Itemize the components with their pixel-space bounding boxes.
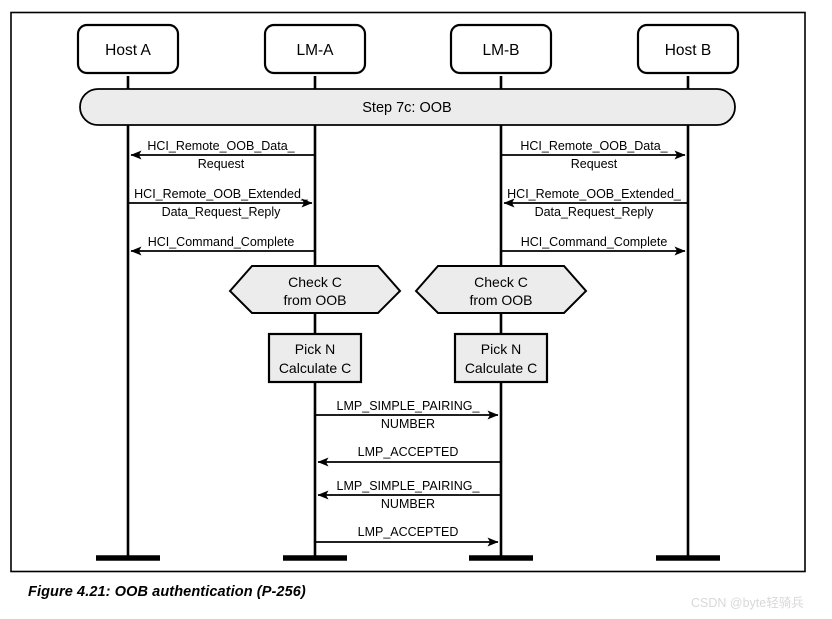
participant-host-b[interactable]: Host B xyxy=(636,23,740,75)
message-1[interactable]: HCI_Remote_OOB_Data_ Request xyxy=(130,139,315,171)
message-10[interactable]: LMP_ACCEPTED xyxy=(315,525,499,547)
figure-caption: Figure 4.21: OOB authentication (P-256) xyxy=(28,584,306,600)
watermark-text: CSDN @byte轻骑兵 xyxy=(691,596,804,610)
message-3[interactable]: HCI_Command_Complete xyxy=(130,235,315,256)
message-1-label-line1: HCI_Remote_OOB_Data_ xyxy=(147,139,295,153)
hexagon-check-c-a-line1: Check C xyxy=(288,274,342,290)
hexagon-check-c-a[interactable]: Check C from OOB xyxy=(228,265,402,314)
process-box-a-line2: Calculate C xyxy=(279,360,351,376)
process-box-b-line1: Pick N xyxy=(481,341,521,357)
participant-label-host-a: Host A xyxy=(105,42,151,59)
process-box-a[interactable]: Pick N Calculate C xyxy=(267,332,363,384)
message-7[interactable]: LMP_SIMPLE_PAIRING_ NUMBER xyxy=(315,399,499,431)
message-9-label-line2: NUMBER xyxy=(381,497,435,511)
message-8-label-line1: LMP_ACCEPTED xyxy=(358,445,459,459)
message-9[interactable]: LMP_SIMPLE_PAIRING_ NUMBER xyxy=(317,479,501,511)
lifeline-group xyxy=(126,76,690,559)
message-3-label-line1: HCI_Command_Complete xyxy=(148,235,295,249)
message-5-label-line2: Data_Request_Reply xyxy=(535,205,655,219)
message-5[interactable]: HCI_Remote_OOB_Extended_ Data_Request_Re… xyxy=(503,187,688,219)
message-4-label-line1: HCI_Remote_OOB_Data_ xyxy=(520,139,668,153)
message-6[interactable]: HCI_Command_Complete xyxy=(501,235,686,256)
message-2-label-line1: HCI_Remote_OOB_Extended_ xyxy=(134,187,309,201)
process-box-b-line2: Calculate C xyxy=(465,360,537,376)
message-1-label-line2: Request xyxy=(198,157,245,171)
process-box-a-line1: Pick N xyxy=(295,341,335,357)
message-8[interactable]: LMP_ACCEPTED xyxy=(317,445,501,467)
message-2[interactable]: HCI_Remote_OOB_Extended_ Data_Request_Re… xyxy=(128,187,313,219)
participant-label-host-b: Host B xyxy=(665,42,712,59)
message-4[interactable]: HCI_Remote_OOB_Data_ Request xyxy=(501,139,686,171)
message-6-label-line1: HCI_Command_Complete xyxy=(521,235,668,249)
participant-label-lm-b: LM-B xyxy=(482,42,519,59)
process-box-b[interactable]: Pick N Calculate C xyxy=(453,332,549,384)
message-10-label-line1: LMP_ACCEPTED xyxy=(358,525,459,539)
step-banner-label: Step 7c: OOB xyxy=(362,100,451,116)
hexagon-check-c-b-line1: Check C xyxy=(474,274,528,290)
message-2-label-line2: Data_Request_Reply xyxy=(162,205,282,219)
step-banner: Step 7c: OOB xyxy=(79,88,736,126)
message-4-label-line2: Request xyxy=(571,157,618,171)
hexagon-check-c-b-line2: from OOB xyxy=(469,292,532,308)
participant-lm-b[interactable]: LM-B xyxy=(449,23,553,75)
participant-host-a[interactable]: Host A xyxy=(76,23,180,75)
message-5-label-line1: HCI_Remote_OOB_Extended_ xyxy=(507,187,682,201)
message-7-label-line2: NUMBER xyxy=(381,417,435,431)
participant-lm-a[interactable]: LM-A xyxy=(263,23,367,75)
message-7-label-line1: LMP_SIMPLE_PAIRING_ xyxy=(337,399,481,413)
hexagon-check-c-b[interactable]: Check C from OOB xyxy=(414,265,588,314)
message-9-label-line1: LMP_SIMPLE_PAIRING_ xyxy=(337,479,481,493)
hexagon-check-c-a-line2: from OOB xyxy=(283,292,346,308)
participant-label-lm-a: LM-A xyxy=(296,42,334,59)
